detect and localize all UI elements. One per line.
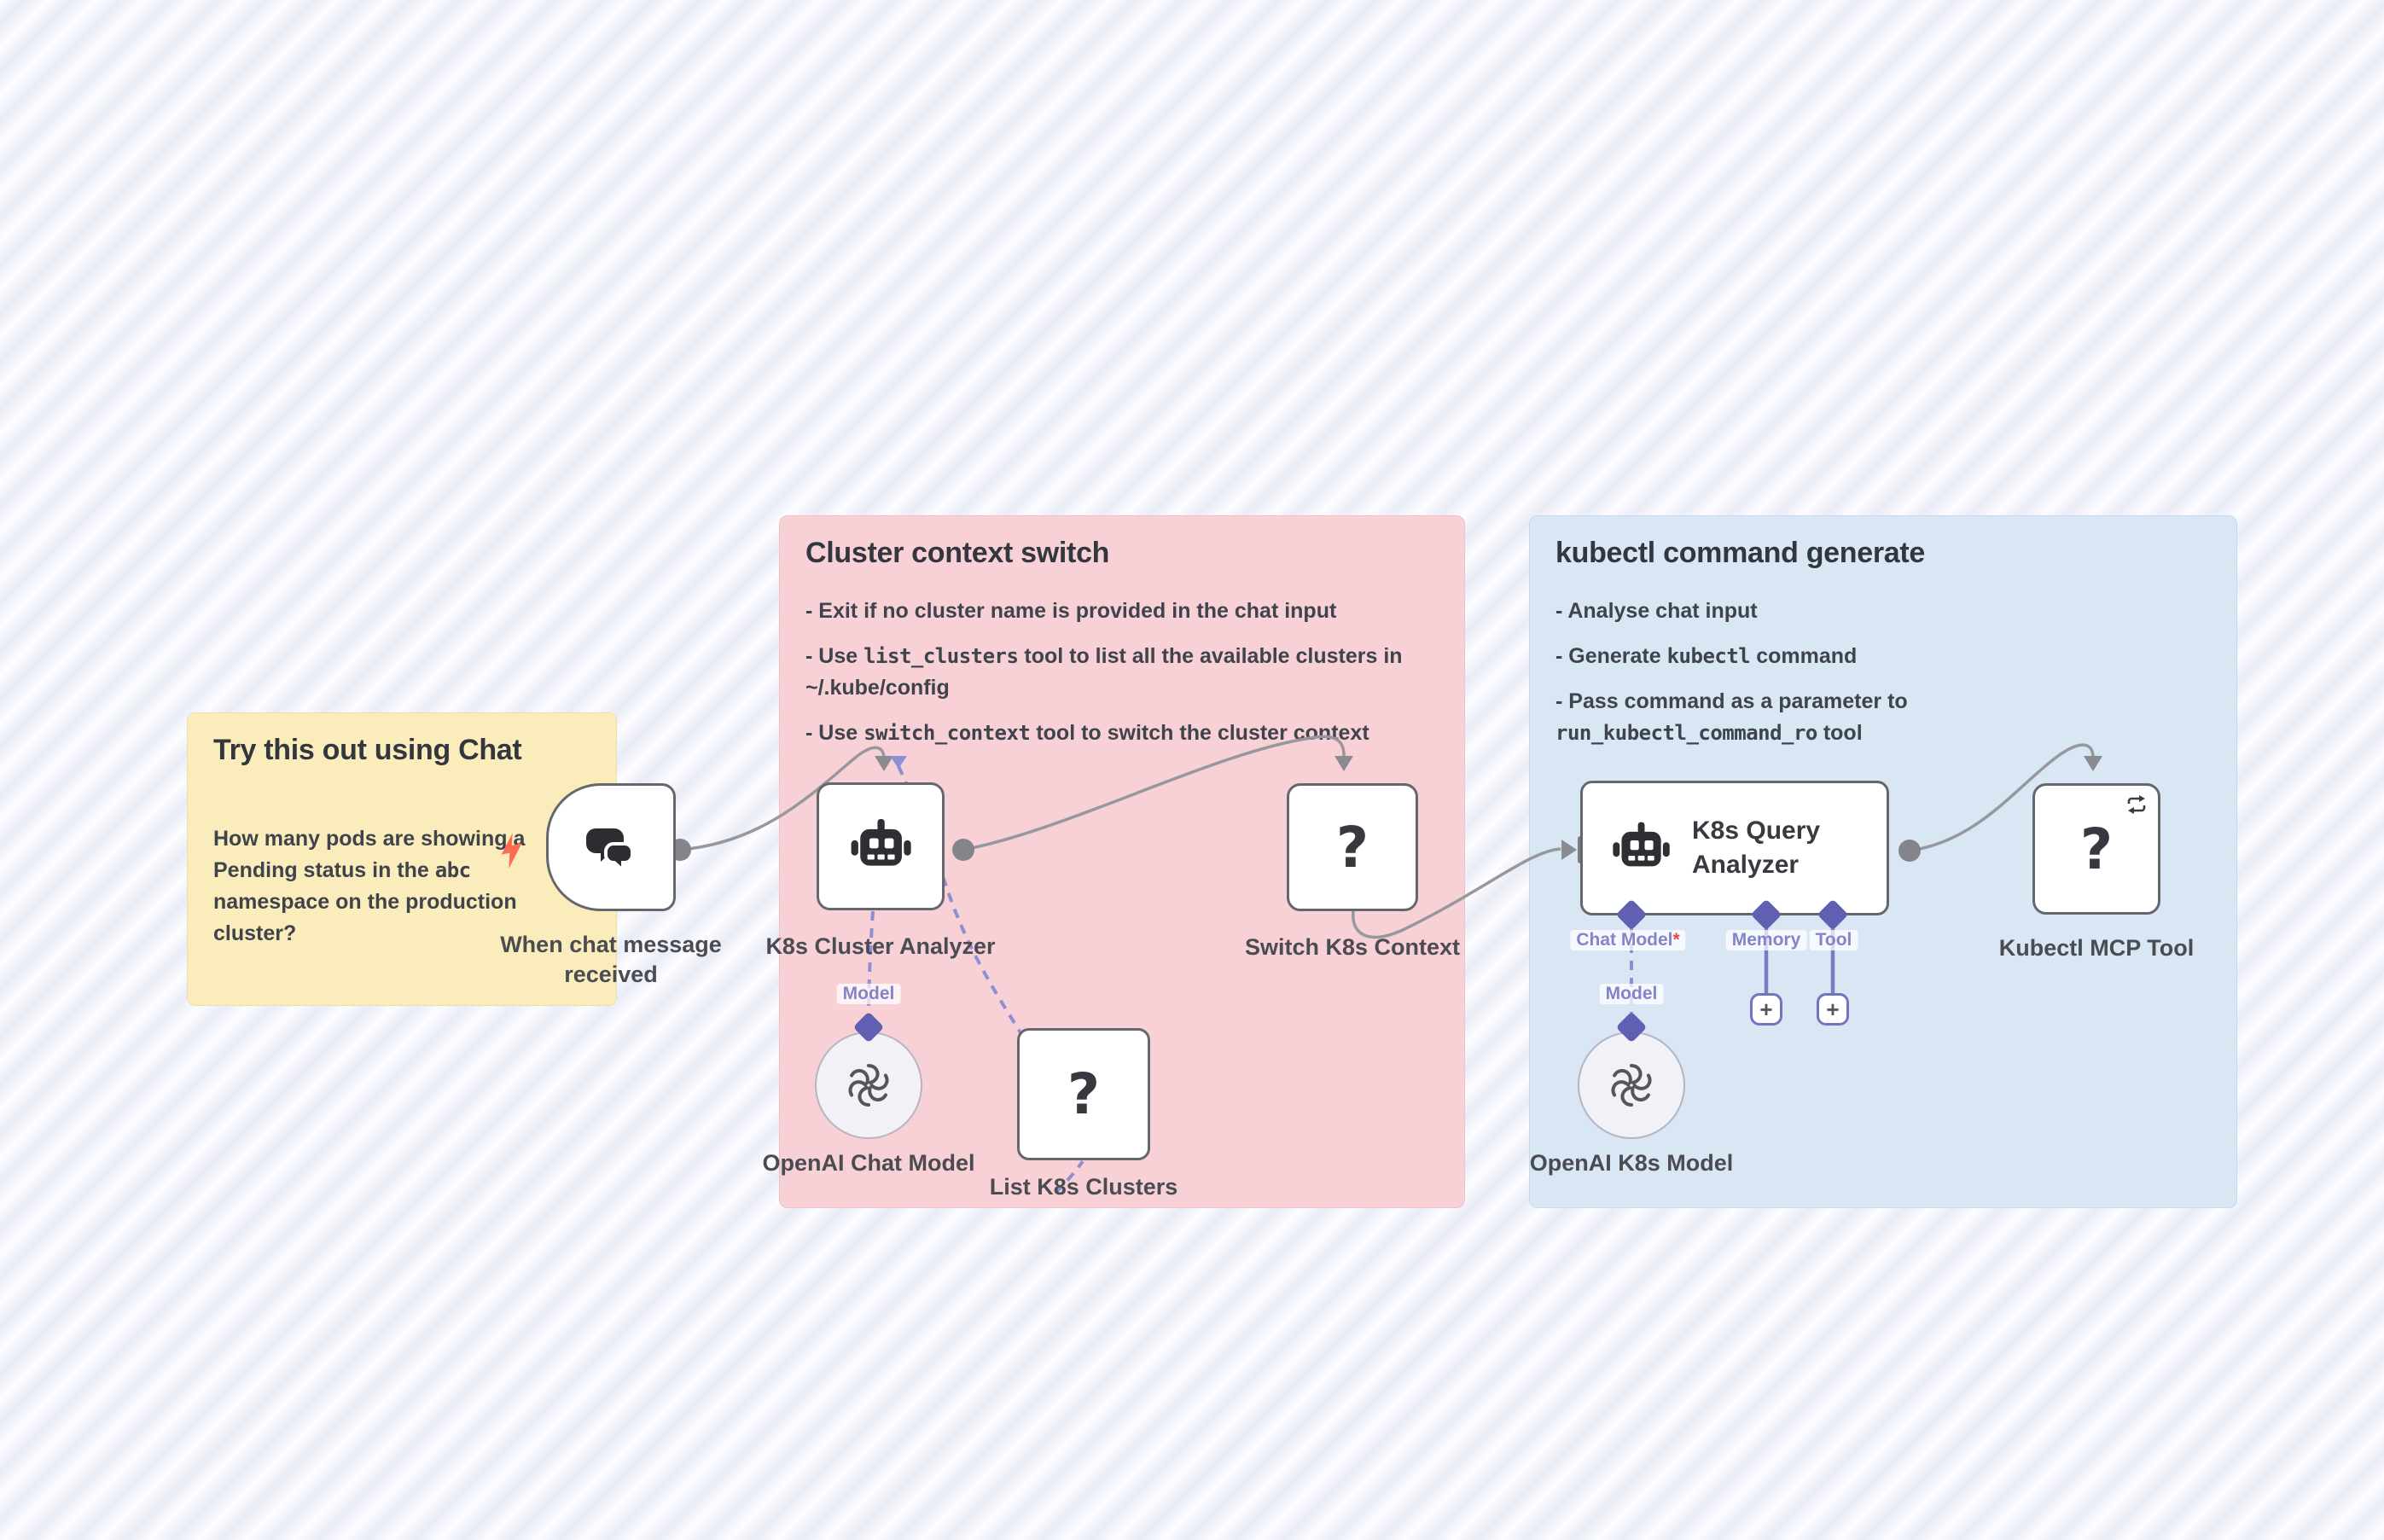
node-title: K8s Query Analyzer <box>1692 816 1821 879</box>
pink-panel-bullet-1: - Exit if no cluster name is provided in… <box>805 599 1337 623</box>
node-list-k8s-clusters[interactable]: ? <box>1017 1028 1150 1160</box>
node-openai-k8s-model[interactable] <box>1578 1032 1685 1139</box>
label-switch-context: Switch K8s Context <box>1244 934 1461 960</box>
lightning-trigger-icon <box>501 834 522 868</box>
pink-panel-bullet-3: - Use switch_context tool to switch the … <box>805 721 1369 745</box>
repeat-icon <box>2127 795 2146 814</box>
node-kubectl-mcp-tool[interactable]: ? <box>2032 783 2160 915</box>
required-marker: * <box>1672 930 1680 950</box>
blue-panel-bullet-1: - Analyse chat input <box>1555 599 1758 623</box>
node-openai-chat-model[interactable] <box>815 1032 922 1139</box>
add-memory-button[interactable]: + <box>1750 993 1782 1026</box>
label-openai-chat-model: OpenAI Chat Model <box>762 1150 975 1176</box>
port-label-tool: Tool <box>1809 930 1858 950</box>
sticky-note-try-chat[interactable]: Try this out using Chat How many pods ar… <box>187 712 617 1006</box>
chat-bubbles-icon <box>586 828 634 875</box>
blue-panel-bullet-3: - Pass command as a parameter to run_kub… <box>1555 689 1908 745</box>
question-mark-icon: ? <box>2079 816 2114 882</box>
robot-icon <box>851 818 911 866</box>
label-kubectl-mcp: Kubectl MCP Tool <box>1998 935 2195 961</box>
port-label-memory: Memory <box>1725 930 1807 950</box>
port-label-model-k8s: Model <box>1599 984 1664 1004</box>
sticky-note-body: How many pods are showing a Pending stat… <box>213 827 526 945</box>
blue-panel-bullet-2: - Generate kubectl command <box>1555 644 1858 668</box>
node-k8s-query-analyzer[interactable]: K8s Query Analyzer <box>1580 781 1889 915</box>
ai-dashed-connections <box>867 765 1633 1194</box>
question-mark-icon: ? <box>1335 814 1369 880</box>
label-cluster-analyzer: K8s Cluster Analyzer <box>765 933 996 959</box>
pink-panel-title: Cluster context switch <box>805 537 1110 569</box>
openai-logo-icon <box>1611 1064 1652 1107</box>
label-list-clusters: List K8s Clusters <box>989 1174 1178 1200</box>
robot-icon <box>1613 822 1670 867</box>
node-chat-trigger[interactable] <box>546 783 676 911</box>
arrowheads <box>875 756 2102 860</box>
blue-panel-title: kubectl command generate <box>1555 537 1926 569</box>
dashed-arrowhead <box>890 756 907 769</box>
node-switch-k8s-context[interactable]: ? <box>1287 783 1418 911</box>
add-tool-button[interactable]: + <box>1817 993 1849 1026</box>
question-mark-icon: ? <box>1067 1061 1101 1127</box>
pink-panel-bullet-2: - Use list_clusters tool to list all the… <box>805 644 1403 700</box>
openai-logo-icon <box>848 1064 889 1107</box>
label-openai-k8s-model: OpenAI K8s Model <box>1529 1150 1734 1176</box>
label-chat-trigger: When chat message received <box>500 932 722 987</box>
sticky-note-title: Try this out using Chat <box>213 734 522 766</box>
node-k8s-cluster-analyzer[interactable] <box>817 782 945 910</box>
port-label-model-chat: Model <box>836 984 901 1004</box>
main-connections <box>679 735 2095 939</box>
port-label-chat-model: Chat Model* <box>1570 930 1686 950</box>
